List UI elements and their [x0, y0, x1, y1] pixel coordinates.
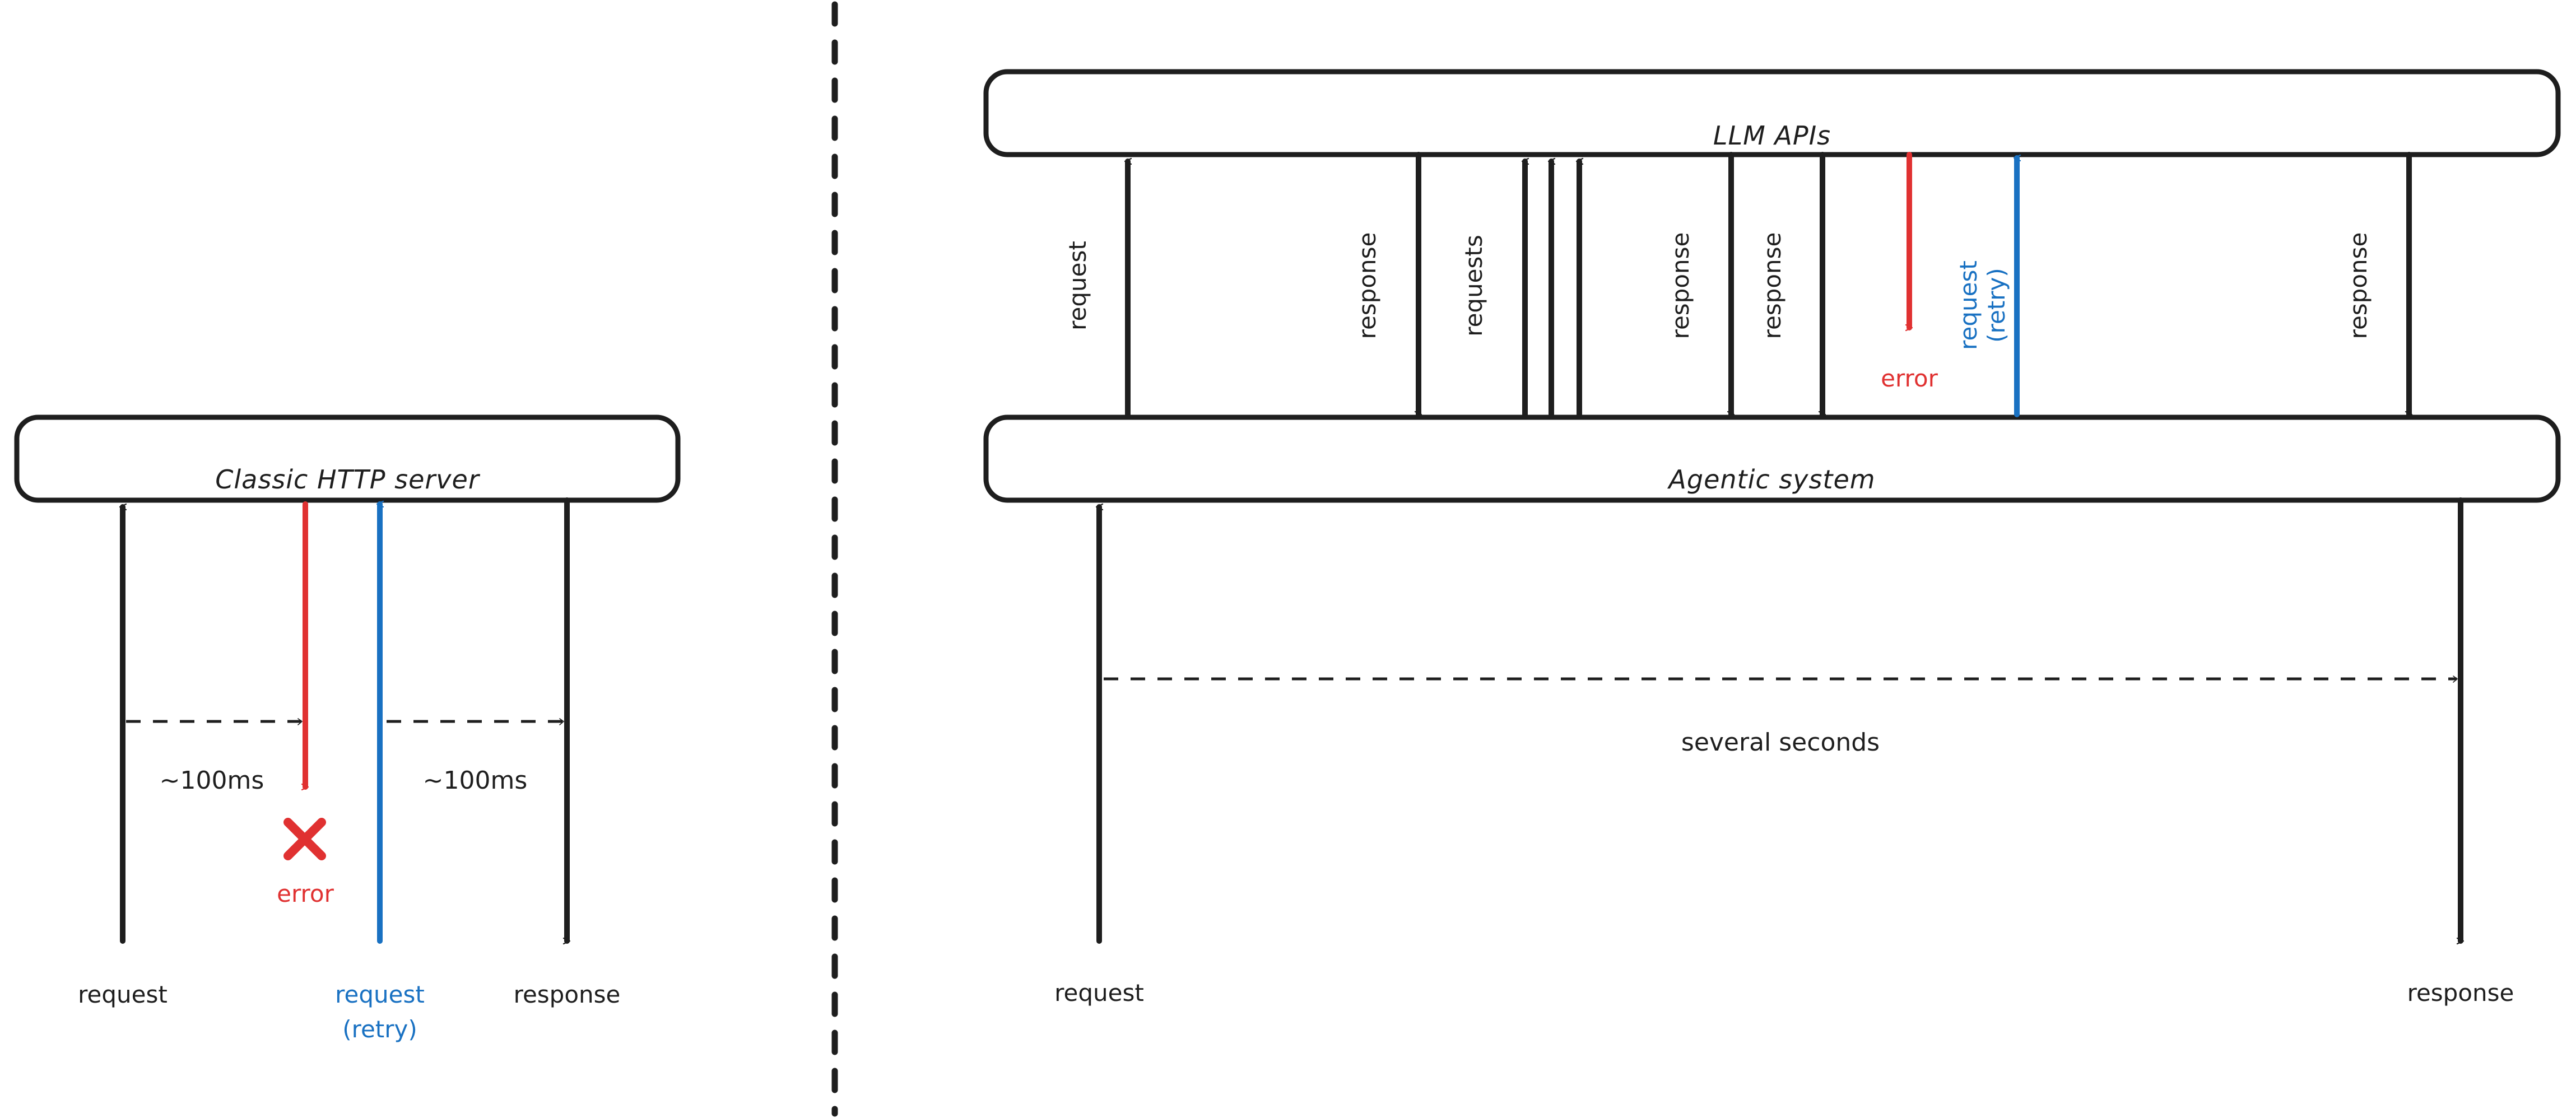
right-lane-request: request: [1064, 161, 1128, 417]
left-panel: Classic HTTP server request error: [14, 414, 681, 1043]
left-lane-error: error: [277, 501, 334, 907]
classic-http-server-label: Classic HTTP server: [215, 464, 481, 495]
right-lane-error: error: [1881, 152, 1938, 392]
left-timing-1-label: ~100ms: [160, 766, 264, 795]
left-lane-response: response: [514, 497, 621, 1008]
right-lane-response-3: response: [1759, 152, 1822, 414]
right-outer-request-label: request: [1054, 979, 1144, 1007]
agentic-system-box: Agentic system: [983, 414, 2561, 503]
left-timing-2-label: ~100ms: [423, 766, 528, 795]
left-timing-2: ~100ms: [387, 718, 564, 795]
right-duration-measure: several seconds: [1104, 676, 2458, 757]
right-response-3-label: response: [1759, 232, 1786, 339]
right-duration-label: several seconds: [1681, 728, 1880, 757]
left-request-label: request: [78, 981, 168, 1008]
right-requests-label: requests: [1460, 235, 1487, 337]
left-response-label: response: [514, 981, 621, 1008]
right-lane-response-2: response: [1667, 152, 1731, 414]
left-lane-request: request: [78, 507, 168, 1008]
error-x-icon: [283, 818, 326, 860]
right-lane-request-retry: request (retry): [1955, 158, 2017, 417]
right-lane-response-4: response: [2345, 152, 2409, 414]
left-error-label: error: [277, 880, 334, 907]
left-request-retry-label-line1: request: [335, 981, 425, 1008]
right-lane-requests: requests: [1460, 161, 1579, 417]
right-lane-response-1: response: [1354, 152, 1419, 414]
right-response-2-label: response: [1667, 232, 1694, 339]
right-request-retry-label-line2: (retry): [1983, 268, 2010, 343]
right-error-label: error: [1881, 365, 1938, 392]
llm-apis-label: LLM APIs: [1713, 120, 1831, 151]
left-request-retry-label-line2: (retry): [342, 1015, 417, 1043]
llm-apis-box: LLM APIs: [983, 69, 2561, 157]
right-outer-response-label: response: [2407, 979, 2514, 1007]
classic-http-server-box: Classic HTTP server: [14, 414, 681, 503]
right-response-4-label: response: [2345, 232, 2372, 339]
agentic-system-label: Agentic system: [1667, 464, 1875, 495]
left-timing-1: ~100ms: [126, 718, 303, 795]
right-request-retry-label-line1: request: [1955, 260, 1982, 350]
right-outer-response: response: [2407, 497, 2514, 1007]
right-outer-request: request: [1054, 507, 1144, 1007]
right-response-1-label: response: [1354, 232, 1381, 339]
right-panel: LLM APIs Agentic system request response: [983, 69, 2561, 1007]
left-lane-request-retry: request (retry): [335, 504, 425, 1043]
right-request-label: request: [1064, 241, 1091, 330]
